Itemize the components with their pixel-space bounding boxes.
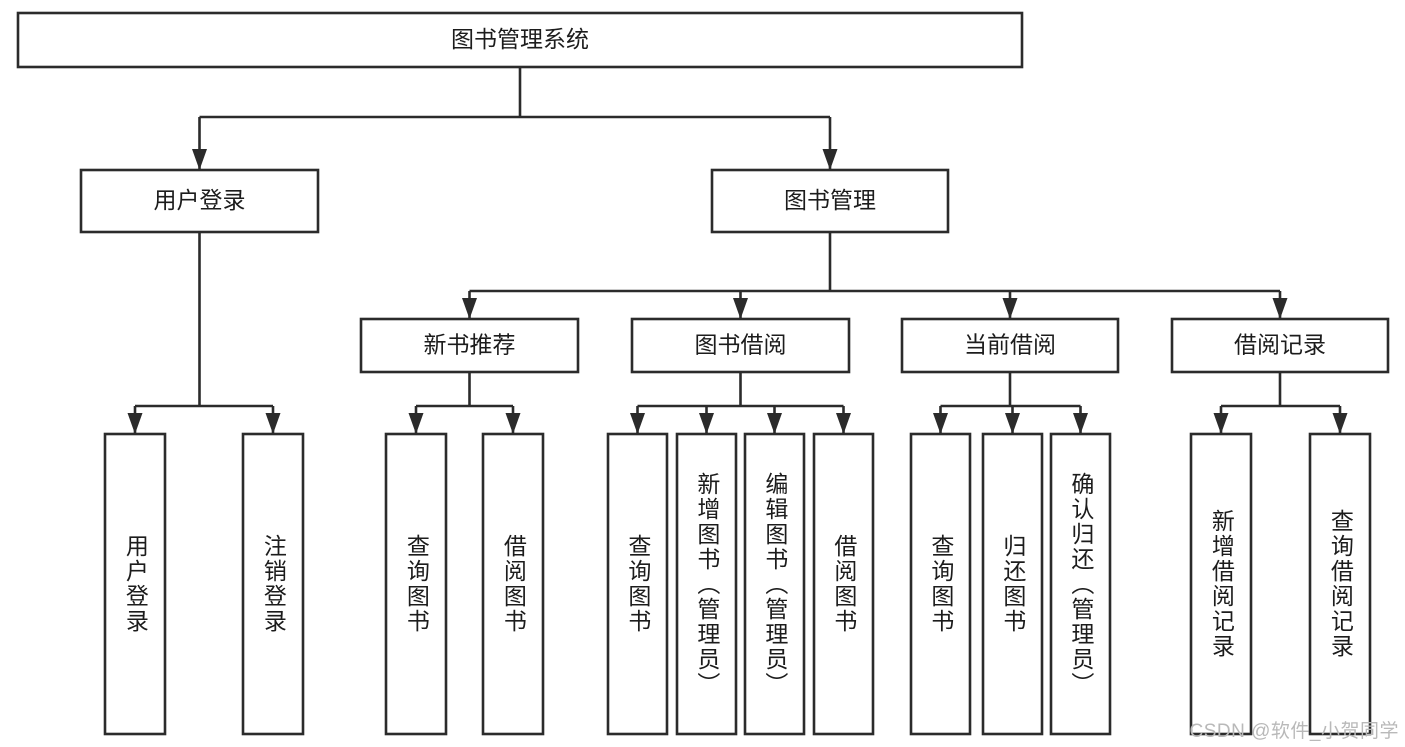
node-label-root: 图书管理系统 (451, 26, 589, 52)
arrow-head-icon (822, 149, 838, 170)
arrow-head-icon (192, 149, 207, 170)
node-box-leaf-add-book[interactable] (675, 432, 738, 736)
arrow-head-icon (1213, 413, 1229, 434)
node-box-leaf-return-book[interactable] (981, 432, 1044, 736)
arrow-head-icon (505, 413, 521, 434)
node-box-leaf-logout[interactable] (241, 432, 305, 736)
csdn-watermark: CSDN @软件_小贺同学 (1189, 721, 1399, 742)
node-box-current-borrow[interactable] (900, 317, 1120, 374)
node-label-current-borrow: 当前借阅 (964, 332, 1056, 358)
node-label-borrow-record: 借阅记录 (1234, 332, 1326, 358)
node-box-leaf-confirm-return[interactable] (1049, 432, 1112, 736)
arrow-head-icon (933, 413, 948, 434)
node-box-leaf-edit-book[interactable] (743, 432, 806, 736)
node-box-leaf-borrow-book-2[interactable] (812, 432, 875, 736)
arrow-head-icon (630, 413, 645, 434)
arrow-head-icon (836, 413, 851, 434)
connector-layer (127, 67, 1348, 434)
node-box-leaf-query-book-2[interactable] (606, 432, 669, 736)
arrow-head-icon (127, 413, 143, 434)
arrow-head-icon (1332, 413, 1348, 434)
node-label-user-login: 用户登录 (154, 187, 246, 213)
node-layer (16, 11, 1390, 736)
arrow-head-icon (733, 298, 748, 319)
arrow-head-icon (1005, 413, 1020, 434)
arrow-head-icon (265, 413, 281, 434)
arrow-head-icon (1073, 413, 1088, 434)
node-box-book-manage[interactable] (710, 168, 950, 234)
node-box-leaf-query-book-3[interactable] (909, 432, 972, 736)
arrow-head-icon (699, 413, 714, 434)
node-box-leaf-query-record[interactable] (1308, 432, 1372, 736)
node-label-book-borrow: 图书借阅 (695, 332, 787, 358)
node-box-book-borrow[interactable] (630, 317, 851, 374)
node-box-leaf-borrow-book-1[interactable] (481, 432, 545, 736)
node-box-borrow-record[interactable] (1170, 317, 1390, 374)
node-label-new-book-recommend: 新书推荐 (424, 332, 516, 358)
node-box-user-login[interactable] (79, 168, 320, 234)
node-box-leaf-user-login[interactable] (103, 432, 167, 736)
arrow-head-icon (408, 413, 424, 434)
node-box-leaf-query-book-1[interactable] (384, 432, 448, 736)
node-label-book-manage: 图书管理 (784, 187, 876, 213)
node-box-leaf-add-record[interactable] (1189, 432, 1253, 736)
node-box-new-book-recommend[interactable] (359, 317, 580, 374)
arrow-head-icon (767, 413, 782, 434)
arrow-head-icon (462, 298, 477, 319)
arrow-head-icon (1272, 298, 1288, 319)
node-box-root[interactable] (16, 11, 1024, 69)
arrow-head-icon (1002, 298, 1018, 319)
